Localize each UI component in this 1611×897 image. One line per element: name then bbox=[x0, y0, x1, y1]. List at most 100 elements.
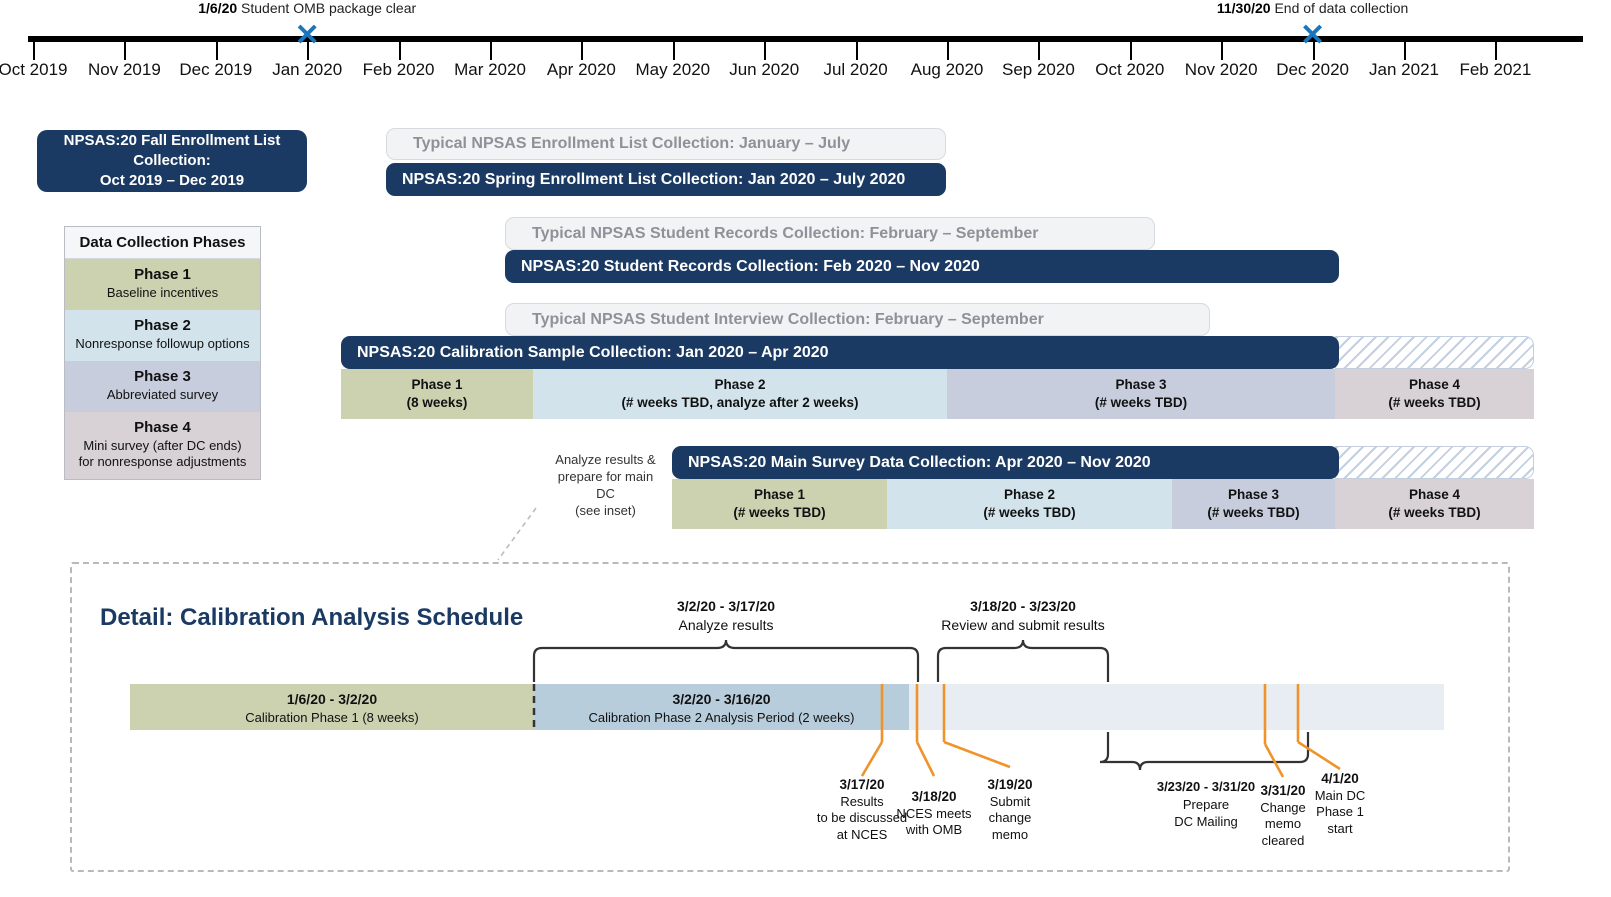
main-survey-hatch-extension bbox=[1335, 446, 1534, 479]
phase-cell: Phase 1(8 weeks) bbox=[341, 369, 533, 419]
axis-month-label: Aug 2020 bbox=[910, 60, 984, 79]
npsas-main-survey-bar: NPSAS:20 Main Survey Data Collection: Ap… bbox=[672, 446, 1339, 479]
calibration-hatch-extension bbox=[1335, 336, 1534, 369]
inset-callout-date: 4/1/20 bbox=[1321, 771, 1359, 786]
typical-student-interview-bar: Typical NPSAS Student Interview Collecti… bbox=[505, 303, 1210, 336]
axis-month-label: Feb 2020 bbox=[362, 60, 435, 79]
fall-enrollment-line3: Oct 2019 – Dec 2019 bbox=[99, 172, 245, 190]
typical-student-records-label: Typical NPSAS Student Records Collection… bbox=[532, 224, 1039, 242]
phase-cell-name: Phase 1 bbox=[411, 377, 463, 392]
phase-cell: Phase 4 (# weeks TBD) bbox=[1335, 479, 1534, 529]
inset-callout-date: 3/19/20 bbox=[987, 777, 1033, 792]
phases-legend-row-desc: Nonresponse followup options bbox=[75, 335, 250, 351]
callout-line-3-17-b bbox=[860, 741, 884, 777]
inset-bar-phase2: 3/2/20 - 3/16/20 Calibration Phase 2 Ana… bbox=[534, 684, 909, 730]
brace-label-analyze-results-text: Analyze results bbox=[678, 616, 774, 633]
npsas-main-survey-label: NPSAS:20 Main Survey Data Collection: Ap… bbox=[688, 453, 1151, 471]
npsas-student-records-label: NPSAS:20 Student Records Collection: Feb… bbox=[521, 257, 980, 275]
axis-month-label: Mar 2020 bbox=[454, 60, 526, 79]
phase-cell-sub: (# weeks TBD) bbox=[1207, 505, 1300, 521]
axis-month-label: Jun 2020 bbox=[729, 60, 800, 79]
x-marker-icon: ✕ bbox=[294, 19, 320, 52]
inset-brace-analyze-results bbox=[532, 639, 920, 682]
inset-bar-phase1-date: 1/6/20 - 3/2/20 bbox=[286, 691, 378, 707]
inset-callout-date: 3/18/20 bbox=[911, 789, 957, 804]
phase-cell-name: Phase 1 bbox=[753, 487, 806, 502]
inset-callout-date: 3/31/20 bbox=[1260, 783, 1306, 798]
axis-tick bbox=[1129, 42, 1132, 60]
typical-enrollment-label: Typical NPSAS Enrollment List Collection… bbox=[413, 135, 851, 152]
phase-cell-name: Phase 3 bbox=[1115, 377, 1167, 392]
axis-tick bbox=[855, 42, 858, 60]
axis-month-label: Apr 2020 bbox=[546, 60, 616, 79]
brace-label-review-submit-text: Review and submit results bbox=[941, 616, 1105, 633]
phases-legend-header: Data Collection Phases bbox=[65, 227, 260, 259]
typical-student-records-bar: Typical NPSAS Student Records Collection… bbox=[505, 217, 1155, 250]
npsas-spring-enrollment-bar: NPSAS:20 Spring Enrollment List Collecti… bbox=[386, 163, 946, 196]
fall-enrollment-card: NPSAS:20 Fall Enrollment List Collection… bbox=[37, 130, 307, 192]
axis-month-label: Oct 2019 bbox=[0, 60, 68, 79]
phases-legend-row-name: Phase 1 bbox=[134, 266, 191, 283]
axis-month-label: Jul 2020 bbox=[823, 60, 888, 79]
npsas-spring-enrollment-label: NPSAS:20 Spring Enrollment List Collecti… bbox=[402, 170, 906, 188]
axis-tick bbox=[124, 42, 127, 60]
brace-label-prepare-mailing-date: 3/23/20 - 3/31/20 bbox=[1156, 779, 1256, 794]
axis-month-label: Dec 2020 bbox=[1276, 60, 1349, 79]
inset-bar-remainder bbox=[909, 684, 1444, 730]
axis-month-label: Jan 2020 bbox=[272, 60, 343, 79]
inset-bar-phase1-text: Calibration Phase 1 (8 weeks) bbox=[245, 710, 419, 726]
axis-tick bbox=[672, 42, 675, 60]
inset-title: Detail: Calibration Analysis Schedule bbox=[100, 604, 524, 631]
phase-cell: Phase 3(# weeks TBD) bbox=[947, 369, 1335, 419]
inset-brace-review-submit bbox=[936, 639, 1110, 682]
phases-legend-row-desc: Mini survey (after DC ends)for nonrespon… bbox=[78, 437, 247, 469]
phase-cell-sub: (# weeks TBD) bbox=[983, 505, 1076, 521]
inset-connector-line bbox=[497, 507, 537, 561]
axis-month-label: Nov 2019 bbox=[88, 60, 161, 79]
phase-cell: Phase 2(# weeks TBD, analyze after 2 wee… bbox=[533, 369, 947, 419]
axis-month-label: Dec 2019 bbox=[179, 60, 253, 79]
milestone-label: 1/6/20 Student OMB package clear bbox=[198, 0, 417, 16]
fall-enrollment-line2: Collection: bbox=[133, 151, 211, 169]
npsas-calibration-label: NPSAS:20 Calibration Sample Collection: … bbox=[357, 343, 829, 361]
axis-tick bbox=[398, 42, 401, 60]
axis-line bbox=[28, 36, 1583, 42]
phases-legend-row-name: Phase 2 bbox=[134, 317, 191, 334]
axis-tick bbox=[1312, 42, 1315, 60]
axis-tick bbox=[764, 42, 767, 60]
axis-tick bbox=[1038, 42, 1041, 60]
phase-cell-sub: (# weeks TBD, analyze after 2 weeks) bbox=[621, 395, 859, 411]
axis-month-label: Nov 2020 bbox=[1184, 60, 1258, 79]
callout-line-3-18-b bbox=[915, 741, 936, 777]
callout-line-3-19-b bbox=[943, 740, 1011, 769]
phase-cell-sub: (# weeks TBD) bbox=[733, 505, 826, 521]
milestone-label: 11/30/20 End of data collection bbox=[1216, 0, 1409, 16]
axis-month-label: Feb 2021 bbox=[1459, 60, 1532, 79]
phase-cell-sub: (# weeks TBD) bbox=[1388, 505, 1481, 521]
phase-cell-name: Phase 4 bbox=[1408, 487, 1461, 502]
x-marker-icon: ✕ bbox=[1300, 19, 1326, 52]
inset-brace-prepare-mailing bbox=[1099, 732, 1310, 771]
brace-label-analyze-results-date: 3/2/20 - 3/17/20 bbox=[676, 598, 776, 614]
phase-cell-name: Phase 2 bbox=[1003, 487, 1056, 502]
inset-bar-phase2-date: 3/2/20 - 3/16/20 bbox=[672, 691, 771, 707]
axis-tick bbox=[947, 42, 949, 60]
axis-tick bbox=[33, 42, 35, 60]
phase-cell-name: Phase 3 bbox=[1227, 487, 1280, 502]
typical-enrollment-bar: Typical NPSAS Enrollment List Collection… bbox=[386, 128, 946, 160]
